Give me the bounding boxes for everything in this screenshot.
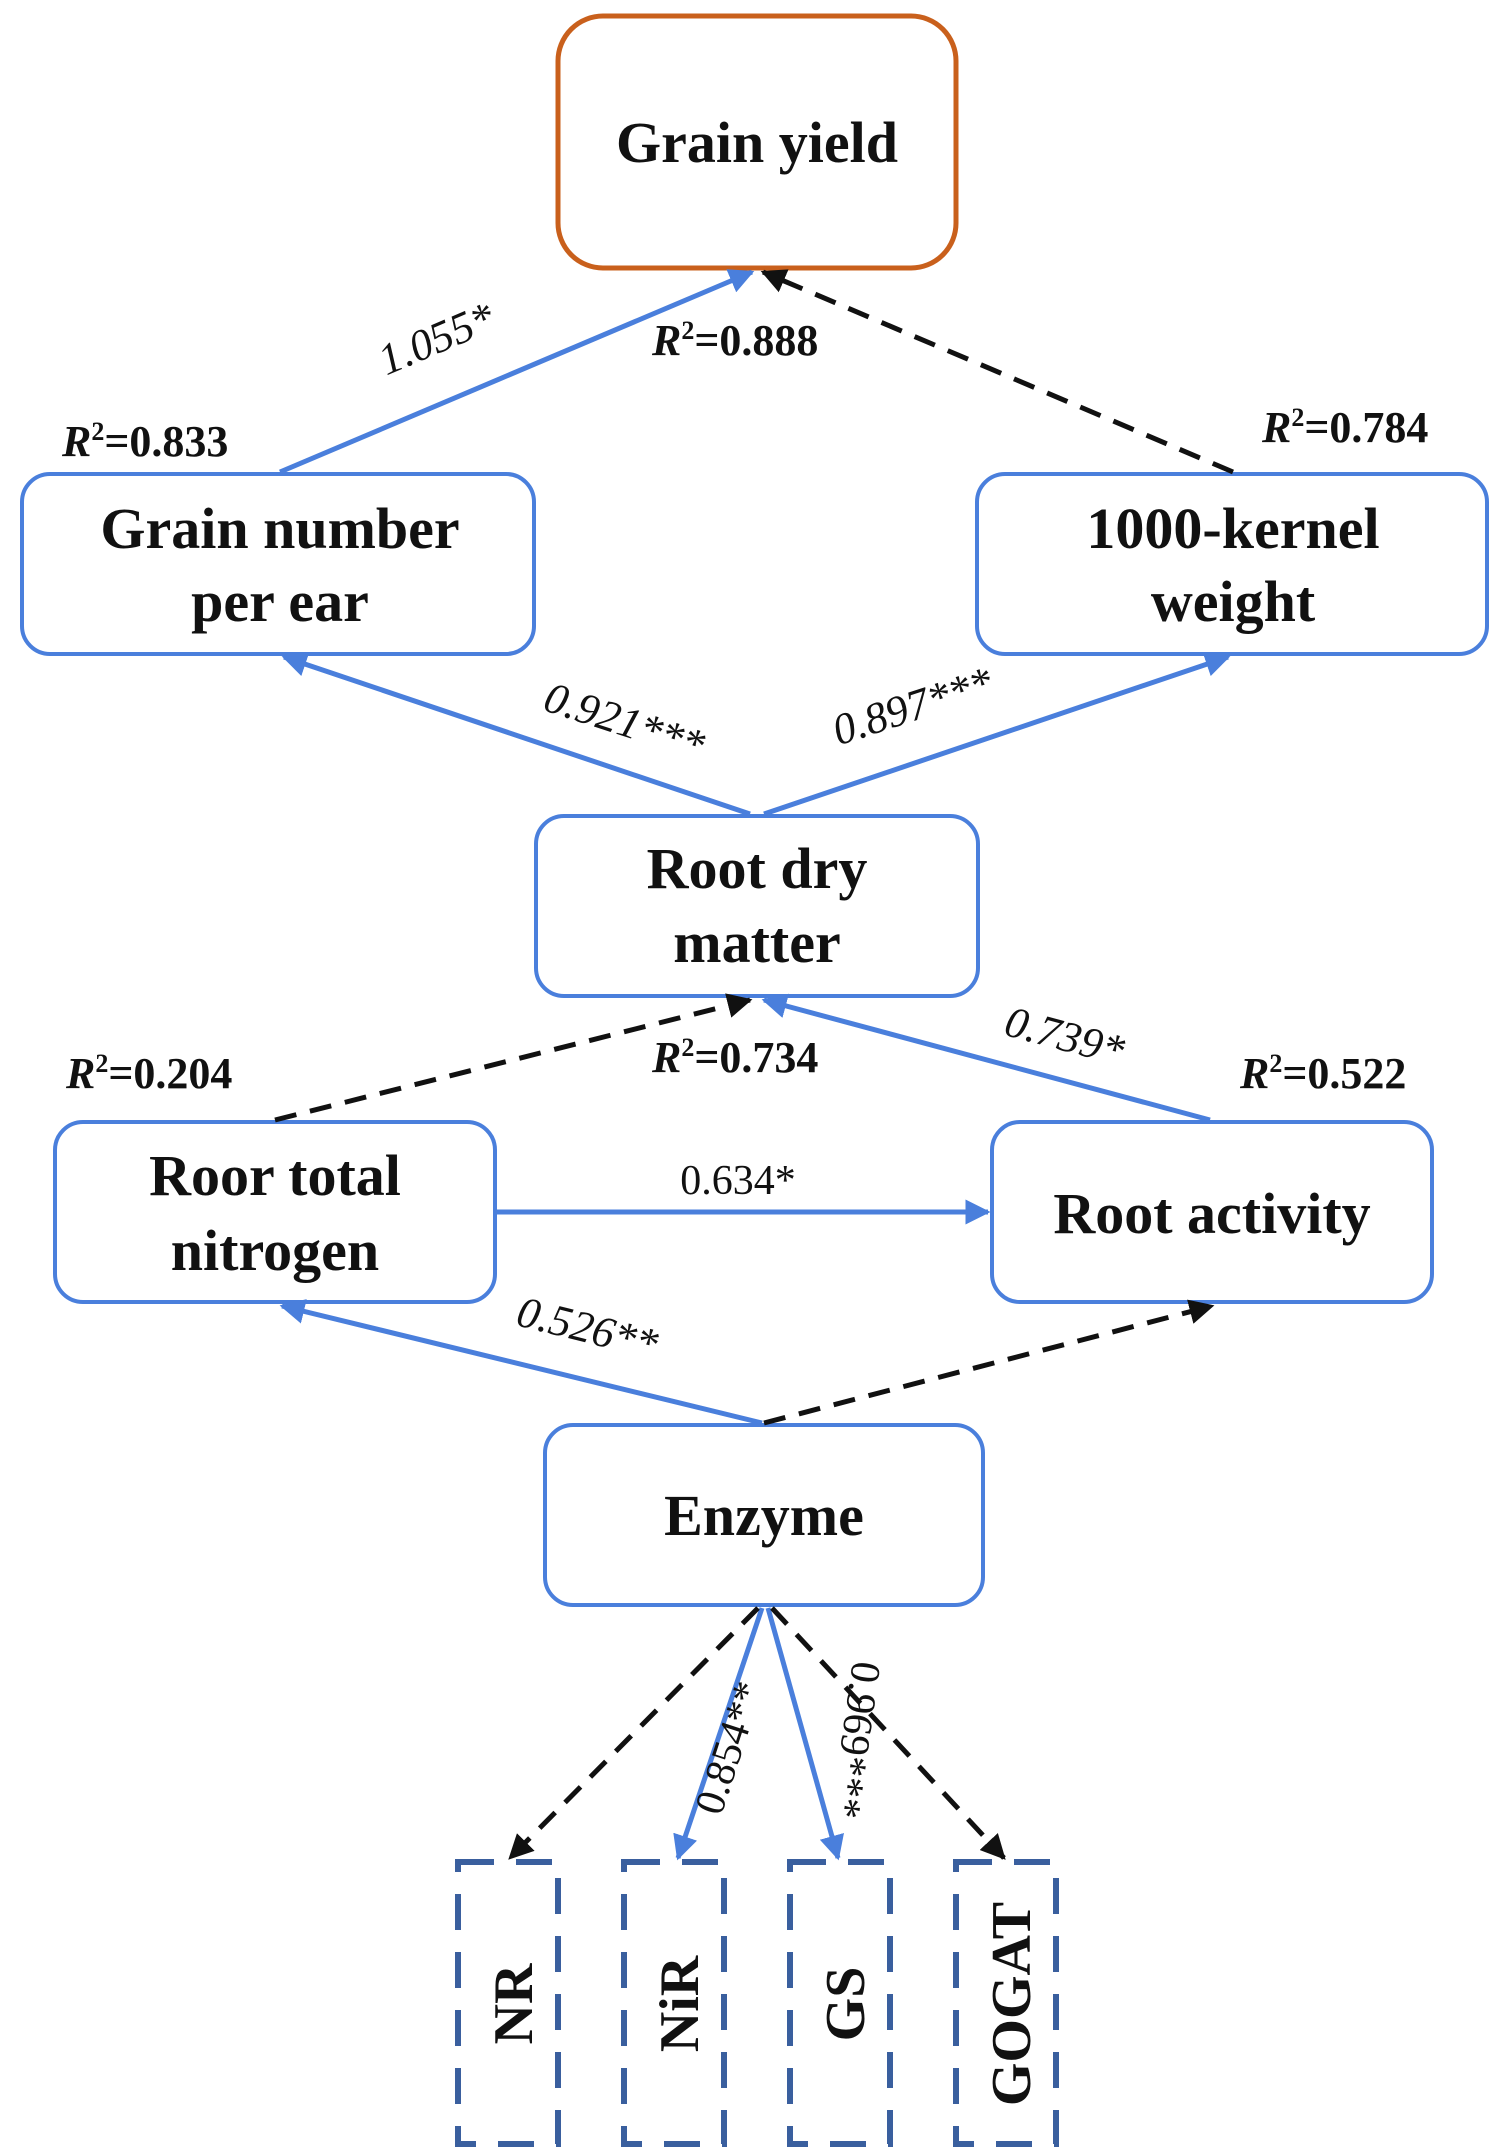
arrow-enzyme-to-gogat <box>770 1606 1006 1860</box>
coef-enzyme-to-gs: 0.969*** <box>821 1659 888 1821</box>
r2-grain-number-sup: 2 <box>91 417 104 446</box>
r2-root-dry-matter-sup: 2 <box>681 1033 694 1062</box>
arrow-enzyme-to-rtn <box>279 1299 763 1426</box>
enzyme-nr-label: NR <box>483 1963 545 2044</box>
arrow-rdm-to-grain-number <box>281 652 751 817</box>
arrow-grain-number-to-yield <box>279 269 755 475</box>
r2-grain-number-prefix: R <box>61 417 91 466</box>
r2-root-dry-matter-prefix: R <box>651 1033 681 1082</box>
root-total-nitrogen-label-line2: nitrogen <box>171 1218 379 1283</box>
r2-root-total-nitrogen: R2=0.204 <box>65 1049 232 1098</box>
arrow-enzyme-to-nir <box>673 1607 765 1861</box>
coef-root-activity-to-rdm: 0.739* <box>1000 997 1130 1076</box>
enzyme-box-gogat: GOGAT <box>953 1859 1059 2147</box>
r2-kernel-weight: R2=0.784 <box>1261 403 1428 452</box>
r2-root-activity-prefix: R <box>1239 1049 1269 1098</box>
r2-grain-number: R2=0.833 <box>61 417 228 466</box>
enzyme-label: Enzyme <box>664 1483 864 1548</box>
enzyme-gogat-label: GOGAT <box>981 1902 1043 2106</box>
coef-enzyme-to-rtn: 0.526** <box>512 1287 663 1369</box>
kernel-weight-label-line1: 1000-kernel <box>1086 496 1379 561</box>
node-root-activity: Root activity <box>990 1120 1434 1304</box>
r2-root-total-nitrogen-prefix: R <box>65 1049 95 1098</box>
node-root-total-nitrogen: Roor total nitrogen <box>53 1120 497 1304</box>
node-enzyme: Enzyme <box>543 1423 985 1607</box>
arrow-rdm-to-kernel-weight <box>763 652 1231 817</box>
r2-grain-number-value: =0.833 <box>104 417 228 466</box>
arrow-enzyme-to-gs <box>765 1607 844 1861</box>
r2-grain-yield: R2=0.888 <box>651 316 818 365</box>
coef-rtn-to-root-activity: 0.634* <box>680 1158 796 1204</box>
arrow-root-activity-to-rdm <box>761 993 1211 1123</box>
coef-rdm-to-kernel-weight: 0.897*** <box>826 657 998 755</box>
coef-grain-number-to-yield: 1.055* <box>371 292 502 384</box>
r2-root-dry-matter-value: =0.734 <box>694 1033 818 1082</box>
enzyme-box-nr: NR <box>455 1859 561 2147</box>
r2-root-total-nitrogen-value: =0.204 <box>108 1049 232 1098</box>
arrow-enzyme-to-nr <box>508 1606 760 1860</box>
coef-enzyme-to-nir: 0.854** <box>687 1676 773 1820</box>
node-grain-number-per-ear: Grain number per ear <box>20 472 536 656</box>
r2-root-activity: R2=0.522 <box>1239 1049 1406 1098</box>
grain-yield-label: Grain yield <box>616 110 898 175</box>
node-root-dry-matter: Root dry matter <box>534 814 980 998</box>
r2-root-dry-matter: R2=0.734 <box>651 1033 818 1082</box>
node-grain-yield: Grain yield <box>555 13 959 271</box>
kernel-weight-label-line2: weight <box>1151 569 1316 634</box>
root-dry-matter-label-line2: matter <box>673 910 840 975</box>
enzyme-box-nir: NiR <box>621 1859 727 2147</box>
grain-number-label-line1: Grain number <box>100 496 459 561</box>
r2-root-total-nitrogen-sup: 2 <box>95 1049 108 1078</box>
r2-kernel-weight-sup: 2 <box>1291 403 1304 432</box>
root-activity-label: Root activity <box>1053 1181 1370 1246</box>
enzyme-box-gs: GS <box>787 1859 893 2147</box>
r2-grain-yield-prefix: R <box>651 316 681 365</box>
coef-rdm-to-grain-number: 0.921*** <box>538 672 710 770</box>
r2-root-activity-sup: 2 <box>1269 1049 1282 1078</box>
arrow-rtn-to-rdm <box>274 993 753 1123</box>
r2-kernel-weight-value: =0.784 <box>1304 403 1428 452</box>
enzyme-nir-label: NiR <box>649 1955 711 2052</box>
node-1000-kernel-weight: 1000-kernel weight <box>975 472 1489 656</box>
r2-grain-yield-value: =0.888 <box>694 316 818 365</box>
arrow-enzyme-to-root-activity <box>763 1299 1215 1426</box>
enzyme-gs-label: GS <box>815 1967 877 2042</box>
root-total-nitrogen-label-line1: Roor total <box>149 1143 401 1208</box>
root-dry-matter-label-line1: Root dry <box>647 836 868 901</box>
arrow-kernel-weight-to-yield <box>760 269 1234 475</box>
r2-grain-yield-sup: 2 <box>681 316 694 345</box>
grain-number-label-line2: per ear <box>191 569 369 634</box>
r2-kernel-weight-prefix: R <box>1261 403 1291 452</box>
r2-root-activity-value: =0.522 <box>1282 1049 1406 1098</box>
